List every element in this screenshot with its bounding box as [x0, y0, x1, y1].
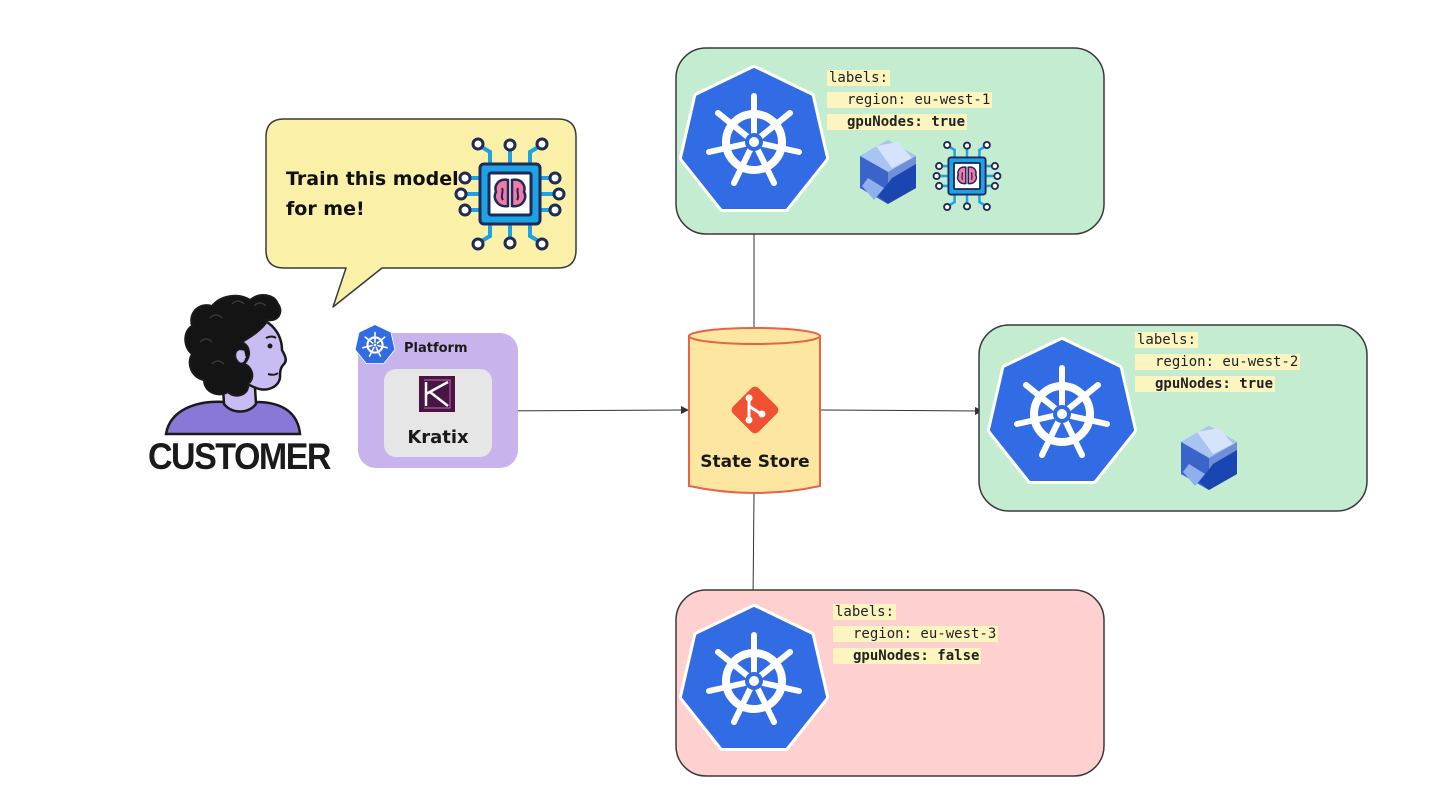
region-label: region: eu-west-2 — [1155, 354, 1299, 370]
customer-label: CUSTOMER — [148, 436, 331, 478]
cluster-2-labels: labels: region: eu-west-2 gpuNodes: true — [1135, 329, 1301, 395]
speech-line: Train this model — [286, 168, 459, 190]
region-label: region: eu-west-1 — [847, 92, 991, 108]
gpu-nodes-value: true — [931, 114, 966, 130]
customer-avatar — [164, 294, 302, 436]
speech-bubble-text: Train this model for me! — [286, 164, 466, 224]
labels-key: labels: — [827, 70, 891, 86]
gpu-nodes-key: gpuNodes: — [847, 114, 923, 130]
platform-kubernetes-icon — [354, 324, 396, 364]
gpu-nodes-value: true — [1239, 376, 1274, 392]
git-icon — [731, 386, 779, 434]
labels-key: labels: — [833, 604, 897, 620]
connector-store-to-cluster-2 — [820, 406, 983, 415]
region-label: region: eu-west-3 — [853, 626, 997, 642]
state-store-label: State Store — [700, 452, 810, 472]
kubernetes-icon — [684, 609, 824, 746]
connector-platform-to-store — [491, 406, 689, 415]
kratix-label: Kratix — [407, 427, 469, 448]
kratix-logo-icon — [419, 376, 455, 412]
cluster-3-labels: labels: region: eu-west-3 gpuNodes: fals… — [833, 601, 999, 667]
gpu-nodes-key: gpuNodes: — [1155, 376, 1231, 392]
connector-store-to-cluster-3 — [749, 493, 758, 602]
gpu-nodes-value: false — [937, 648, 980, 664]
gpu-nodes-key: gpuNodes: — [853, 648, 929, 664]
labels-key: labels: — [1135, 332, 1199, 348]
kubernetes-icon — [684, 70, 824, 207]
platform-label: Platform — [404, 341, 468, 356]
kubernetes-icon — [992, 342, 1132, 479]
cluster-1-labels: labels: region: eu-west-1 gpuNodes: true — [827, 67, 993, 133]
speech-line: for me! — [286, 198, 365, 220]
